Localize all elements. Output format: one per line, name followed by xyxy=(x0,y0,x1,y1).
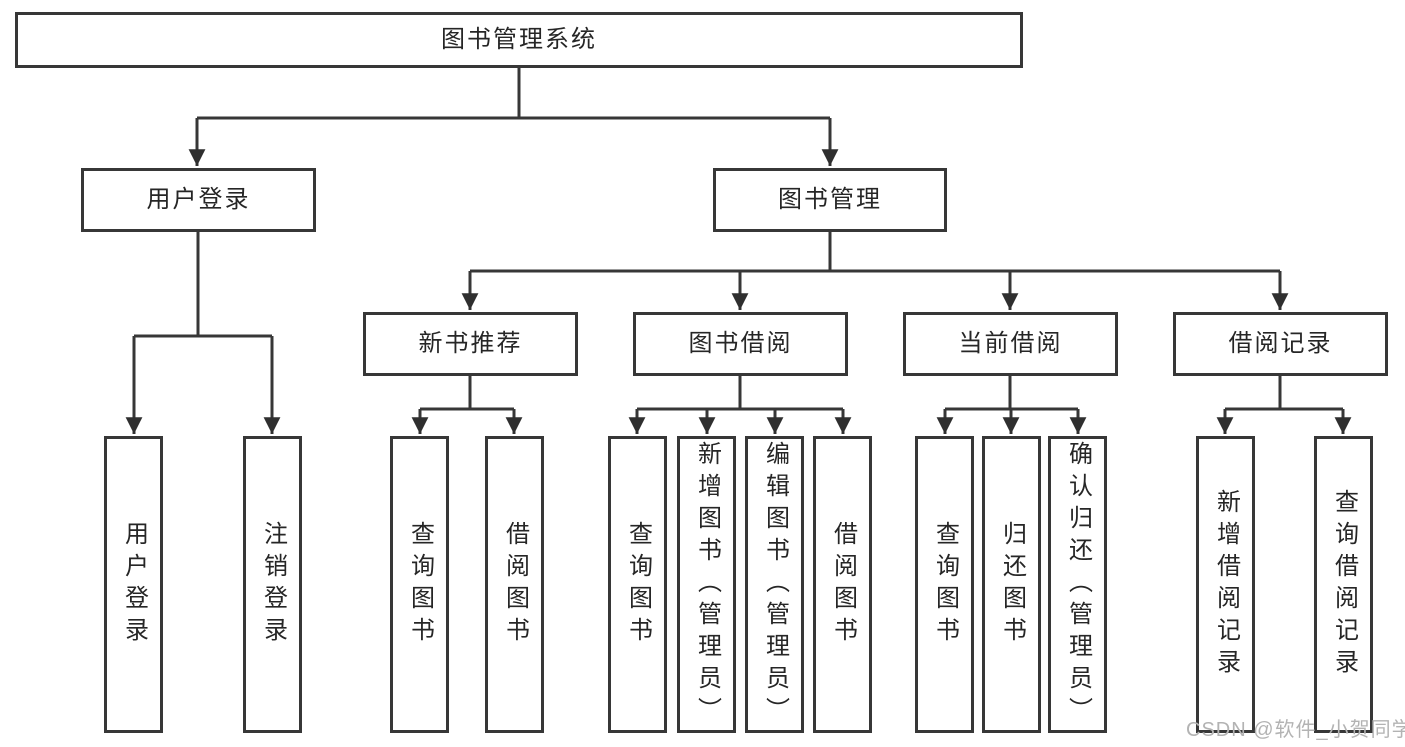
connector-new-book-recommend-to-leaves xyxy=(411,376,523,434)
leaf-records-query-borrow-record: 查询借阅记录 xyxy=(1314,436,1373,733)
node-borrow-records: 借阅记录 xyxy=(1173,312,1388,376)
leaf-current-return-books: 归还图书 xyxy=(982,436,1041,733)
node-user-login: 用户登录 xyxy=(81,168,316,232)
leaf-newbook-borrow-books: 借阅图书 xyxy=(485,436,544,733)
leaf-current-confirm-return-admin: 确认归还（管理员） xyxy=(1048,436,1107,733)
node-new-book-recommend: 新书推荐 xyxy=(363,312,578,376)
connector-borrow-records-to-leaves xyxy=(1216,376,1352,434)
connector-root-to-level2 xyxy=(188,68,839,166)
connector-book-management-to-level3 xyxy=(461,232,1289,310)
leaf-current-query-books: 查询图书 xyxy=(915,436,974,733)
connector-user-login-to-leaves xyxy=(125,232,281,434)
leaf-logout-login: 注销登录 xyxy=(243,436,302,733)
leaf-newbook-query-books: 查询图书 xyxy=(390,436,449,733)
node-book-management: 图书管理 xyxy=(713,168,947,232)
node-library-management-system: 图书管理系统 xyxy=(15,12,1023,68)
leaf-records-add-borrow-record: 新增借阅记录 xyxy=(1196,436,1255,733)
node-book-borrow: 图书借阅 xyxy=(633,312,848,376)
leaf-borrow-query-books: 查询图书 xyxy=(608,436,667,733)
leaf-user-login: 用户登录 xyxy=(104,436,163,733)
leaf-borrow-borrow-books: 借阅图书 xyxy=(813,436,872,733)
node-current-borrow: 当前借阅 xyxy=(903,312,1118,376)
connector-book-borrow-to-leaves xyxy=(628,376,852,434)
connector-current-borrow-to-leaves xyxy=(936,376,1087,434)
leaf-borrow-edit-books-admin: 编辑图书（管理员） xyxy=(745,436,804,733)
csdn-watermark: CSDN @软件_小贺同学 xyxy=(1186,719,1405,741)
leaf-borrow-add-books-admin: 新增图书（管理员） xyxy=(677,436,736,733)
